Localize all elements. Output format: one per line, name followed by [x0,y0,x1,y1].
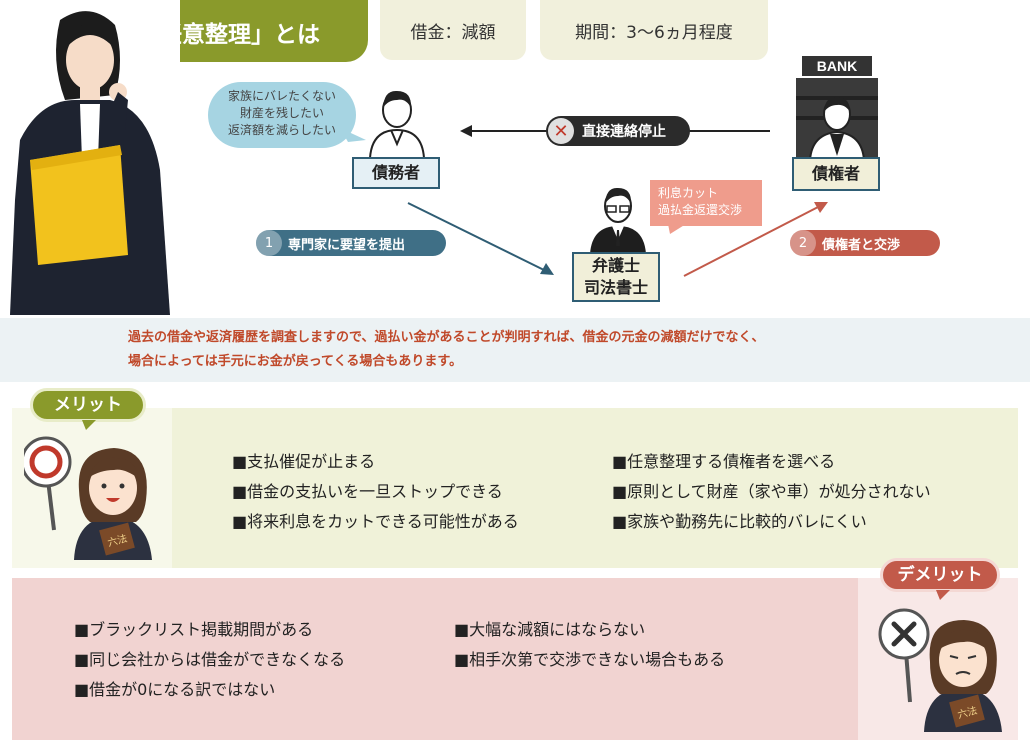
step2-arrow [683,202,828,277]
woman-holding-cross-illustration: 六法 [878,608,1002,732]
info-period: 期間：3〜6ヵ月程度 [540,0,768,60]
step2-number: 2 [790,230,816,256]
contact-stop-pill: ✕ 直接連絡停止 [546,116,690,146]
note-text: 過去の借金や返済履歴を調査しますので、過払い金があることが判明すれば、借金の元金… [128,326,764,374]
bubble-line: 返済額を減らしたい [227,123,336,137]
demerit-item: ■同じ会社からは借金ができなくなる [74,650,346,669]
demerit-item: ■借金が0になる訳ではない [74,680,276,699]
lawyer-label: 弁護士 司法書士 [572,252,660,302]
woman-holding-circle-illustration: 六法 [24,436,152,560]
creditor-label: 債権者 [792,157,880,191]
merit-item: ■原則として財産（家や車）が処分されない [612,482,931,501]
info-debt: 借金：減額 [380,0,526,60]
bubble-tail [668,224,686,234]
step1-pill: 1 専門家に要望を提出 [256,230,446,256]
lawyer-label-line: 司法書士 [583,278,648,297]
demerit-list-right: ■大幅な減額にはならない ■相手次第で交渉できない場合もある [454,615,725,675]
step2-label: 債権者と交渉 [822,237,901,253]
bubble-line: 利息カット [658,186,719,200]
bubble-tail [340,128,366,142]
bubble-line: 過払金返還交渉 [658,203,743,217]
cross-icon: ✕ [548,118,574,144]
demerit-item: ■大幅な減額にはならない [454,620,646,639]
debtor-person-icon [368,90,426,158]
note-line: 場合によっては手元にお金が戻ってくる場合もあります。 [128,354,463,369]
merit-list-left: ■支払催促が止まる ■借金の支払いを一旦ストップできる ■将来利息をカットできる… [232,447,519,537]
debtor-label: 債務者 [352,157,440,189]
step2-pill: 2 債権者と交渉 [790,230,940,256]
lawyer-person-icon [590,187,646,254]
businesswoman-illustration [0,0,180,315]
demerit-list-left: ■ブラックリスト掲載期間がある ■同じ会社からは借金ができなくなる ■借金が0に… [74,615,345,705]
note-band [0,318,1030,382]
merit-item: ■家族や勤務先に比較的バレにくい [612,512,867,531]
debtor-wish-bubble: 家族にバレたくない 財産を残したい 返済額を減らしたい [208,82,356,148]
demerit-tag: デメリット [880,558,1000,592]
step1-arrow [407,202,554,275]
bank-sign: BANK [817,58,857,74]
cross-mark-icon [891,621,917,647]
lawyer-label-line: 弁護士 [591,256,640,275]
bank-building-icon: BANK [796,56,878,160]
merit-item: ■借金の支払いを一旦ストップできる [232,482,503,501]
merit-item: ■任意整理する債権者を選べる [612,452,836,471]
circle-ok-icon [29,445,63,479]
merit-item: ■支払催促が止まる [232,452,376,471]
bubble-line: 財産を残したい [239,106,324,120]
merit-item: ■将来利息をカットできる可能性がある [232,512,519,531]
merit-tag: メリット [30,388,146,422]
merit-panel [12,408,1018,568]
step1-number: 1 [256,230,282,256]
demerit-item: ■相手次第で交渉できない場合もある [454,650,726,669]
demerit-item: ■ブラックリスト掲載期間がある [74,620,314,639]
bubble-line: 家族にバレたくない [227,89,336,103]
demerit-panel [12,578,1018,740]
note-line: 過去の借金や返済履歴を調査しますので、過払い金があることが判明すれば、借金の元金… [128,330,765,345]
tag-tail [936,590,950,600]
lawyer-action-bubble: 利息カット 過払金返還交渉 [650,180,762,226]
contact-stop-label: 直接連絡停止 [582,124,666,140]
merit-list-right: ■任意整理する債権者を選べる ■原則として財産（家や車）が処分されない ■家族や… [612,447,931,537]
tag-tail [82,420,96,430]
step1-label: 専門家に要望を提出 [288,237,406,253]
